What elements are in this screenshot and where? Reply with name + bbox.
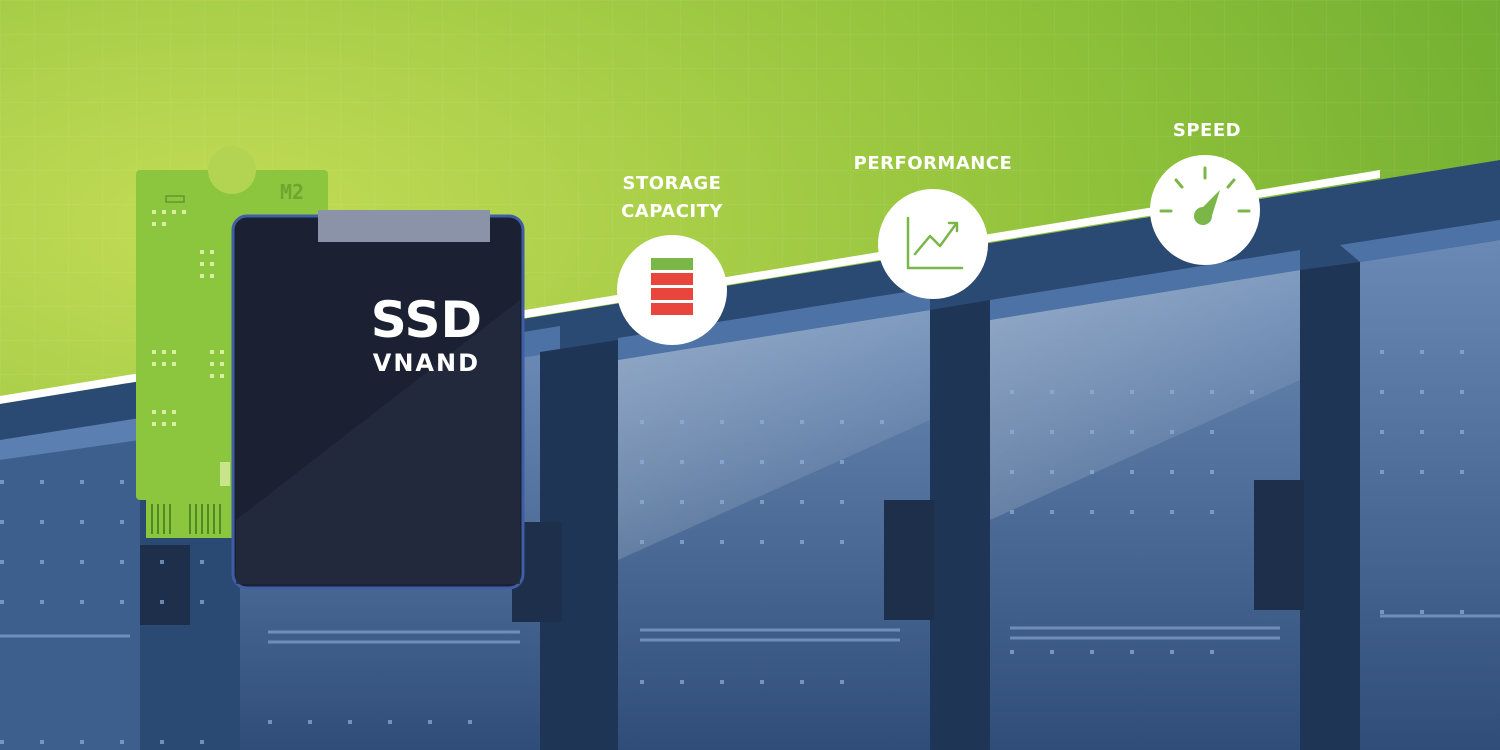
rack-handle bbox=[884, 500, 934, 620]
server-rack-5 bbox=[1340, 220, 1500, 750]
storage-stack-icon bbox=[651, 258, 693, 315]
rack-handle bbox=[140, 545, 190, 625]
ssd-label-tab bbox=[318, 210, 490, 242]
rack-gap bbox=[1300, 262, 1360, 750]
rack-indicator-lights bbox=[0, 350, 1500, 744]
speed-circle bbox=[1150, 155, 1260, 265]
storage-circle bbox=[617, 235, 727, 345]
rack-handle bbox=[1254, 480, 1304, 610]
performance-label: PERFORMANCE bbox=[853, 153, 1013, 174]
performance-circle bbox=[878, 189, 988, 299]
m2-label: M2 bbox=[280, 180, 305, 204]
speedometer-icon bbox=[1159, 166, 1251, 213]
storage-capacity-label: STORAGE CAPACITY bbox=[621, 173, 723, 222]
server-rack-3 bbox=[618, 288, 930, 750]
rack-gap bbox=[540, 340, 618, 750]
speed-label: SPEED bbox=[1172, 120, 1242, 141]
ssd-drive bbox=[231, 210, 525, 590]
server-rack-4 bbox=[990, 250, 1300, 750]
rack-stripes bbox=[0, 614, 1500, 644]
ssd-subtitle: VNAND bbox=[372, 349, 480, 377]
line-chart-icon bbox=[906, 216, 964, 270]
ssd-title: SSD bbox=[370, 291, 482, 349]
server-rack-1 bbox=[0, 418, 140, 750]
rack-gap bbox=[930, 300, 990, 750]
